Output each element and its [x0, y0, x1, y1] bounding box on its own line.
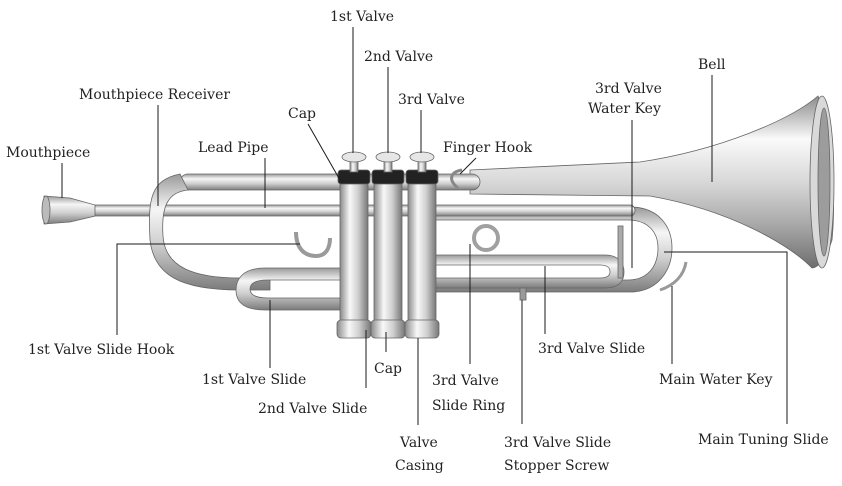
label-ring-3-line1: 3rd Valve [432, 373, 499, 389]
trumpet-illustration [41, 95, 835, 339]
finger-hook-shape [450, 168, 463, 190]
label-mouthpiece: Mouthpiece [6, 145, 90, 161]
label-cap-top: Cap [288, 106, 316, 122]
bell-shape [469, 95, 834, 269]
leader-lines [61, 27, 788, 425]
label-main-water-key: Main Water Key [659, 372, 773, 388]
first-slide-hook-shape [294, 231, 332, 259]
label-water-key-3-line2: Water Key [588, 101, 661, 117]
label-casing-line2: Casing [395, 458, 444, 474]
mouthpiece-shape [43, 195, 96, 225]
label-finger-hook: Finger Hook [443, 140, 533, 156]
label-valve-1: 1st Valve [330, 9, 394, 25]
label-mouthpiece-receiver: Mouthpiece Receiver [79, 87, 230, 103]
label-slide-3: 3rd Valve Slide [538, 341, 645, 357]
label-casing-line1: Valve [399, 435, 438, 451]
bell-inner [817, 107, 831, 257]
valve-tops [337, 151, 439, 185]
label-slide-1: 1st Valve Slide [202, 372, 306, 388]
label-slide-hook-1: 1st Valve Slide Hook [28, 342, 175, 358]
valve-casing-1 [339, 179, 369, 329]
label-slide-2: 2nd Valve Slide [258, 401, 367, 417]
label-water-key-3-line1: 3rd Valve [595, 81, 662, 97]
third-slide-ring-shape [472, 224, 500, 252]
label-valve-3: 3rd Valve [398, 92, 465, 108]
label-ring-3-line2: Slide Ring [432, 398, 505, 414]
label-main-tuning-slide: Main Tuning Slide [698, 432, 829, 448]
valve-casing-2 [373, 179, 403, 329]
third-valve-slide-shape [424, 254, 625, 289]
label-stopper-line1: 3rd Valve Slide [504, 435, 611, 451]
label-valve-2: 2nd Valve [364, 49, 433, 65]
label-cap-bottom: Cap [374, 361, 402, 377]
label-bell: Bell [698, 57, 726, 73]
labels: Mouthpiece Mouthpiece Receiver Lead Pipe… [6, 9, 829, 474]
valve-casing-3 [407, 179, 437, 329]
label-stopper-line2: Stopper Screw [504, 458, 609, 474]
label-lead-pipe: Lead Pipe [198, 140, 269, 156]
